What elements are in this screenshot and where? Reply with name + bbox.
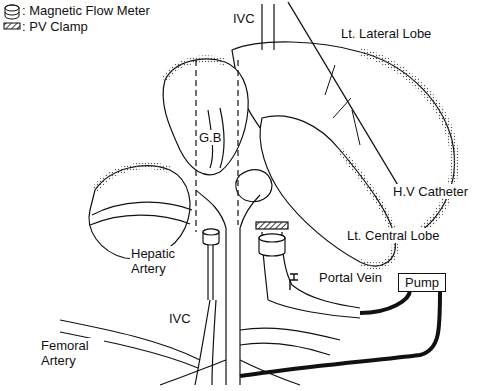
liver-lobes (89, 42, 454, 266)
legend-symbols (4, 5, 20, 29)
part-label: IVC (168, 311, 192, 326)
node-text: Pump (405, 275, 439, 290)
pump-box: Pump (398, 273, 446, 292)
vessels (60, 2, 440, 385)
legend-text: : PV Clamp (22, 19, 88, 34)
part-label: Hepatic Artery (130, 246, 202, 276)
legend-text: : Magnetic Flow Meter (22, 3, 150, 18)
part-label: H.V Catheter (392, 184, 469, 199)
flow-meters (203, 222, 288, 256)
part-label: Femoral Artery (40, 338, 104, 368)
part-label: IVC (232, 11, 256, 26)
part-label: Lt. Central Lobe (346, 228, 441, 243)
part-label: Portal Vein (318, 270, 383, 285)
part-label: Lt. Lateral Lobe (340, 26, 432, 41)
part-label: G.B (198, 130, 222, 145)
